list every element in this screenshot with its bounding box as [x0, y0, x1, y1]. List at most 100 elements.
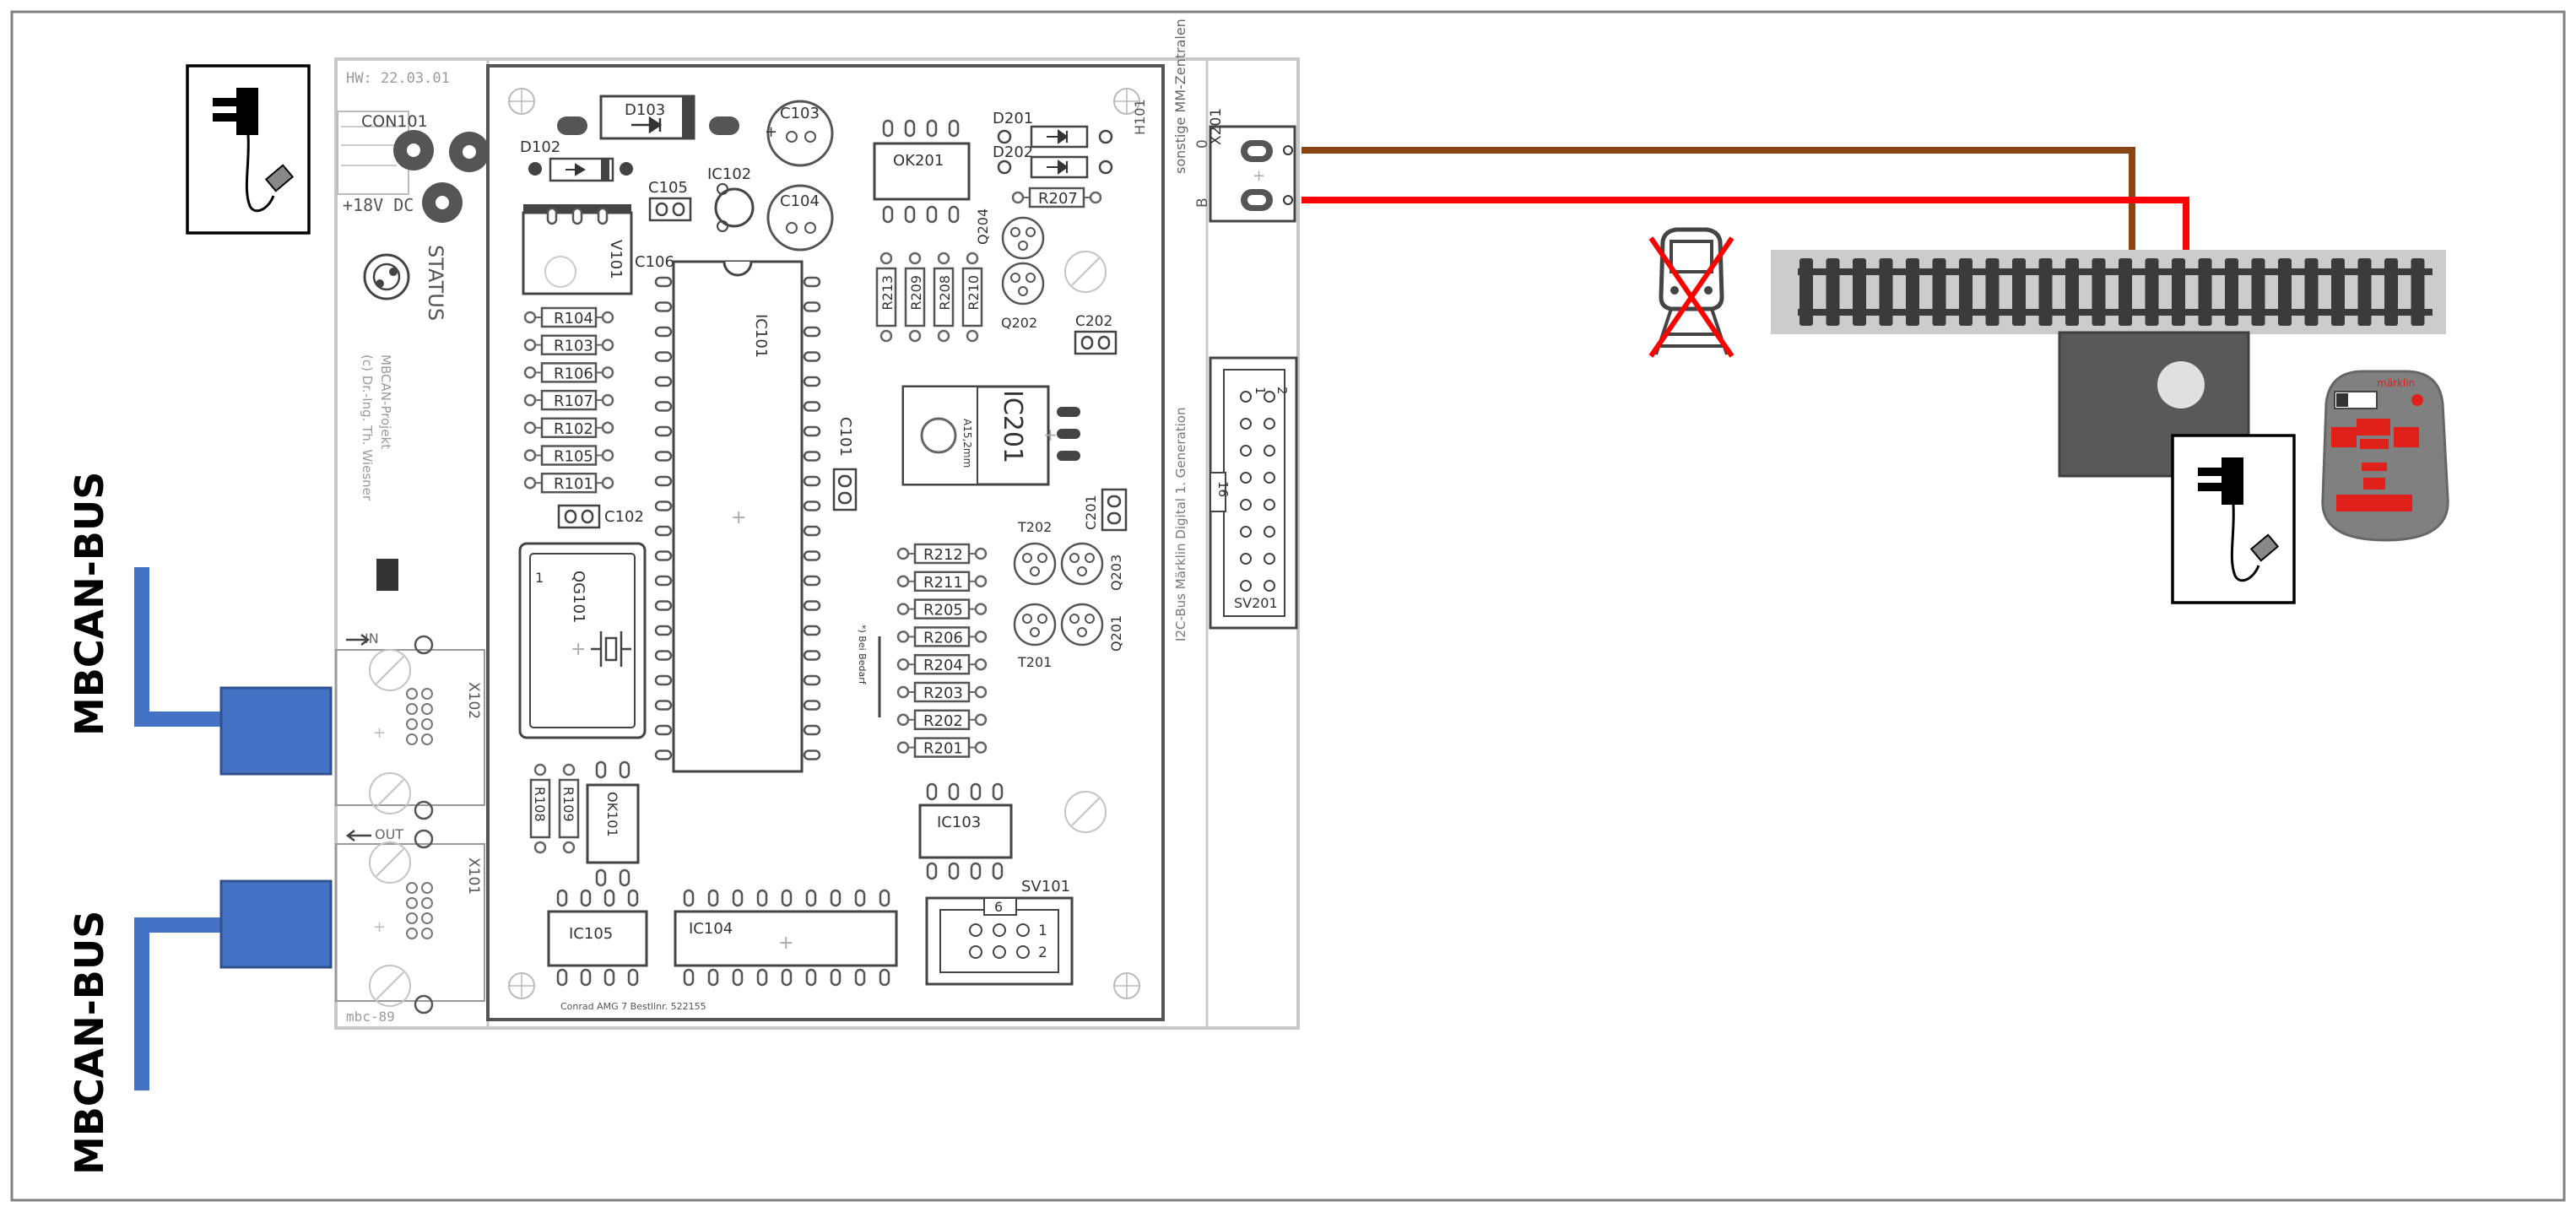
cap-c103: + [765, 100, 834, 167]
svg-text:1: 1 [535, 570, 544, 586]
r207-label: R207 [1038, 190, 1078, 208]
d202-label: D202 [993, 143, 1033, 161]
transistor-q201 [1060, 603, 1104, 647]
resistor-label: R102 [554, 420, 593, 438]
x201-pin-0: 0 [1194, 139, 1211, 149]
transistor-q204 [1001, 216, 1045, 260]
sv201-pin16: 16 [1215, 481, 1231, 497]
hw-date: HW: 22.03.01 [346, 70, 450, 87]
wire-ground-brown [1302, 147, 2135, 253]
ic-ok201 [873, 119, 971, 224]
svg-text:+: + [1253, 167, 1265, 185]
terminal-x201: + [1209, 125, 1296, 223]
mbcan-bus-in [134, 567, 333, 776]
cap-c104 [766, 184, 834, 252]
wire-signal-red [1302, 197, 2189, 253]
bus-label-top: MBCAN-BUS [67, 472, 112, 736]
cap-c202 [1074, 330, 1118, 355]
x102-jack: + [373, 688, 433, 745]
resistor-label: R105 [554, 448, 593, 466]
c201-label: C201 [1083, 495, 1099, 530]
resistor-label: R104 [554, 310, 593, 327]
diode-d103 [557, 95, 739, 140]
resistor-label: R103 [554, 338, 593, 355]
sv101-pin2: 2 [1038, 944, 1047, 961]
status-led [363, 253, 410, 300]
marklin-controller [2321, 370, 2449, 542]
svg-text:+: + [373, 918, 386, 936]
resistor-label: R206 [923, 629, 963, 647]
diode-d102 [528, 157, 633, 182]
sv101-pin6: 6 [994, 899, 1003, 915]
ic-ok101 [586, 760, 640, 887]
resistor-label: R205 [923, 602, 963, 620]
x201-label: X201 [1208, 108, 1225, 145]
d102-label: D102 [520, 138, 560, 156]
ic104-label: IC104 [689, 920, 733, 938]
power-jack [393, 130, 490, 223]
connector-sv101 [925, 896, 1074, 986]
con101-label: CON101 [361, 112, 428, 131]
optional-note: *) Bei Bedarf [857, 625, 868, 685]
transistor-q202 [1001, 262, 1045, 306]
t201-label: T201 [1017, 654, 1052, 670]
q202-label: Q202 [1001, 315, 1037, 331]
resistor-label: R201 [923, 740, 963, 758]
sv201-pin1: 1 [1253, 387, 1268, 395]
transistor-t201 [1013, 603, 1057, 647]
svg-text:+: + [765, 123, 777, 141]
resistor-label: R202 [923, 712, 963, 730]
diode-d202 [997, 155, 1113, 179]
resistor-label: R203 [923, 684, 963, 702]
c102-label: C102 [604, 508, 644, 526]
power-plug-icon [186, 64, 311, 235]
footer-note: Conrad AMG 7 Bestllnr. 522155 [560, 1001, 706, 1012]
cap-c201 [1101, 488, 1128, 532]
ic105-label: IC105 [569, 925, 613, 943]
d103-label: D103 [625, 101, 665, 119]
train-crossed-icon [1648, 227, 1734, 358]
sv101-label: SV101 [1021, 878, 1070, 895]
resistor-label: R204 [923, 657, 963, 674]
c106-label: C106 [635, 253, 674, 271]
c104-label: C104 [780, 192, 820, 210]
sv101-pin1: 1 [1038, 923, 1047, 939]
credit-line-2: (c) Dr.-Ing. Th. Wiesner [360, 354, 375, 501]
h101-label: H101 [1132, 99, 1148, 135]
connector-sv201 [1209, 356, 1298, 630]
x101-label: X101 [465, 858, 482, 895]
ic103-label: IC103 [937, 814, 981, 831]
status-label: STATUS [424, 245, 447, 321]
c105-label: C105 [648, 179, 688, 197]
box-socket [2157, 361, 2205, 409]
resistor-label: R213 [879, 275, 896, 311]
power-plug-icon-track [2171, 434, 2296, 604]
ic104: + [674, 889, 898, 987]
crystal-qg101: 1 + [518, 542, 647, 739]
q203-label: Q203 [1108, 555, 1124, 591]
side-text-i2c: I2C-Bus Märklin Digital 1. Generation [1173, 408, 1188, 641]
ok201-label: OK201 [893, 152, 944, 170]
cap-c105 [648, 197, 692, 222]
side-text-mm: sonstige MM-Zentralen [1172, 19, 1188, 174]
t202-label: T202 [1017, 519, 1052, 535]
resistor-label: R106 [554, 365, 593, 382]
sv201-pin2: 2 [1274, 387, 1290, 395]
cap-c101 [832, 468, 858, 511]
x102-label: X102 [465, 682, 482, 719]
transistor-q203 [1060, 542, 1104, 586]
resistor-label: R101 [554, 475, 593, 493]
d201-label: D201 [993, 110, 1033, 127]
inner-board [486, 64, 1165, 1021]
v101-label: V101 [607, 240, 625, 279]
r108-label: R108 [532, 787, 548, 822]
svg-text:+: + [778, 933, 793, 954]
svg-text:+: + [731, 507, 746, 528]
c101-label: C101 [836, 417, 854, 457]
ic201-note: A15,2mm [961, 419, 973, 468]
mbcan-bus-out [134, 879, 333, 1090]
power-label: +18V DC [343, 195, 414, 215]
resistor-label: R107 [554, 392, 593, 410]
ic105 [547, 889, 648, 987]
